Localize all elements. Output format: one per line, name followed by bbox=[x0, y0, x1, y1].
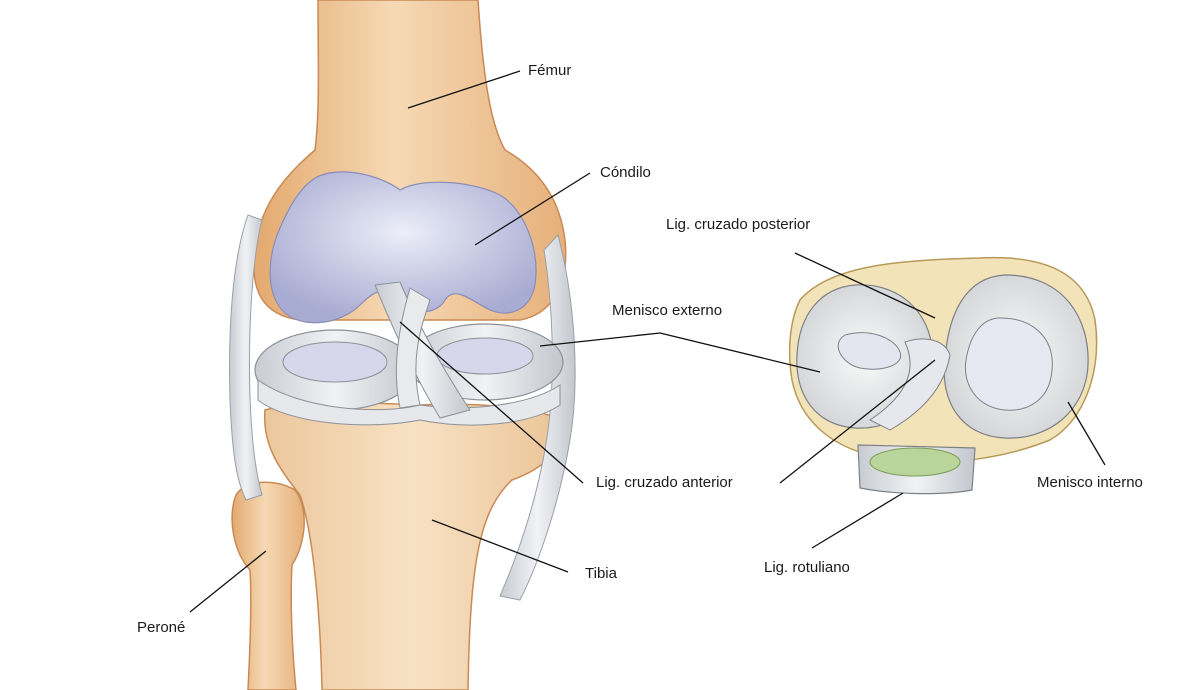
tibia-shape bbox=[263, 401, 563, 690]
leader-menisco-externo-right bbox=[659, 332, 821, 373]
meniscus-lateral-hole bbox=[837, 332, 902, 370]
lateral-collateral-ligament bbox=[229, 214, 263, 501]
leader-tibia bbox=[431, 519, 569, 573]
label-lig-rotuliano: Lig. rotuliano bbox=[764, 559, 850, 576]
label-perone: Peroné bbox=[137, 619, 186, 636]
label-femur: Fémur bbox=[528, 62, 572, 79]
posterior-cruciate-ligament bbox=[395, 287, 431, 409]
leader-condilo bbox=[474, 172, 591, 246]
leader-lig-cruzado-posterior bbox=[794, 252, 936, 319]
label-tibia: Tibia bbox=[585, 565, 617, 582]
label-lig-cruzado-anterior: Lig. cruzado anterior bbox=[596, 474, 733, 491]
patellar-fat-pad bbox=[869, 447, 961, 477]
leader-perone bbox=[189, 550, 267, 613]
leader-lig-rotuliano bbox=[811, 492, 904, 549]
meniscus-medial-hole bbox=[964, 317, 1053, 411]
fibula-shape bbox=[231, 481, 305, 690]
leader-femur bbox=[407, 70, 521, 109]
condyle-cartilage bbox=[269, 171, 537, 324]
leader-lig-cruzado-anterior-left bbox=[399, 321, 584, 484]
label-menisco-interno: Menisco interno bbox=[1037, 474, 1143, 491]
leader-menisco-interno bbox=[1067, 401, 1106, 466]
leader-lig-cruzado-anterior-right bbox=[779, 359, 936, 484]
meniscus-front-right-inner bbox=[436, 337, 534, 375]
meniscus-front-left-inner bbox=[282, 341, 388, 383]
label-condilo: Cóndilo bbox=[600, 164, 651, 181]
leader-lines bbox=[189, 70, 1106, 613]
label-menisco-externo: Menisco externo bbox=[612, 302, 723, 319]
label-lig-cruzado-posterior: Lig. cruzado posterior bbox=[666, 216, 811, 233]
meniscus-band bbox=[257, 379, 561, 426]
leader-menisco-externo-left bbox=[539, 332, 661, 347]
